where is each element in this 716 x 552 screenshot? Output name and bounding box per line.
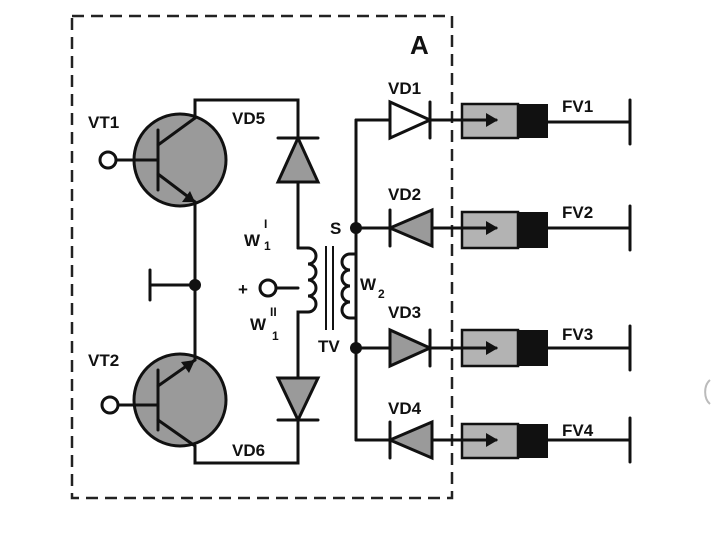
w1-lower-sup: II	[270, 305, 277, 319]
w1-upper-sub: 1	[264, 239, 271, 253]
diode-vd3	[354, 327, 464, 369]
fv4-cap	[518, 424, 548, 458]
w2-sub: 2	[378, 287, 385, 301]
secondary-winding	[340, 226, 358, 350]
fv1-arrow-head	[486, 113, 498, 127]
transistor-vt1	[98, 112, 228, 208]
vt1-label: VT1	[88, 113, 119, 132]
fuse-fv4	[460, 416, 632, 464]
w1-upper-label: W	[244, 231, 261, 250]
fv2-arrow-head	[486, 221, 498, 235]
vd3-label: VD3	[388, 303, 421, 322]
vd6-triangle	[275, 376, 321, 424]
bottom-rail-wire	[193, 420, 300, 465]
diode-vd4	[354, 419, 464, 461]
vd6-label: VD6	[232, 441, 265, 460]
vd2-triangle	[386, 207, 434, 249]
block-a-boundary	[70, 14, 454, 500]
supply-terminal	[258, 278, 278, 298]
vt2-label: VT2	[88, 351, 119, 370]
w1-upper-sup: I	[264, 217, 267, 231]
vd2-label: VD2	[388, 185, 421, 204]
vd5-triangle	[275, 134, 321, 184]
vt2-body	[132, 352, 228, 448]
vt2-base-terminal	[100, 395, 120, 415]
midpoint-junction-dot	[189, 279, 201, 291]
top-rail-wire	[193, 98, 300, 124]
transformer-tv	[296, 118, 362, 442]
diode-vd6	[275, 328, 321, 424]
fv4-label: FV4	[562, 421, 594, 440]
fv1-cap	[518, 104, 548, 138]
w2-label: W	[360, 275, 377, 294]
vt2-emitter-arrow	[181, 360, 195, 373]
vd3-triangle	[388, 327, 434, 369]
start-mark-label: S	[330, 219, 341, 238]
fuse-fv3	[460, 324, 632, 372]
transistor-vt2	[100, 352, 228, 448]
w1-lower-sub: 1	[272, 329, 279, 343]
diode-vd5	[275, 120, 321, 250]
vt1-collector	[156, 116, 197, 147]
transistor-wiring	[148, 98, 300, 465]
edge-artifact	[704, 379, 711, 405]
vd5-label: VD5	[232, 109, 265, 128]
fuse-fv1	[460, 98, 632, 146]
vd4-label: VD4	[388, 399, 422, 418]
vd1-triangle	[388, 99, 434, 141]
diode-vd1	[354, 99, 464, 141]
fv1-label: FV1	[562, 97, 593, 116]
vt1-base-terminal	[98, 150, 118, 170]
tv-label: TV	[318, 337, 340, 356]
vt2-collector	[156, 418, 197, 448]
block-a-label: A	[410, 30, 429, 60]
fv4-arrow-head	[486, 433, 498, 447]
diode-vd2	[354, 207, 464, 249]
fv3-cap	[518, 330, 548, 366]
vt1-emitter-arrow	[182, 191, 195, 202]
primary-winding	[296, 246, 318, 332]
vd4-triangle	[386, 419, 434, 461]
fuse-fv2	[460, 204, 632, 252]
fv3-label: FV3	[562, 325, 593, 344]
supply-plus-label: +	[238, 280, 248, 299]
fv2-label: FV2	[562, 203, 593, 222]
w1-lower-label: W	[250, 315, 267, 334]
vd1-label: VD1	[388, 79, 421, 98]
fv2-cap	[518, 212, 548, 248]
fv3-arrow-head	[486, 341, 498, 355]
